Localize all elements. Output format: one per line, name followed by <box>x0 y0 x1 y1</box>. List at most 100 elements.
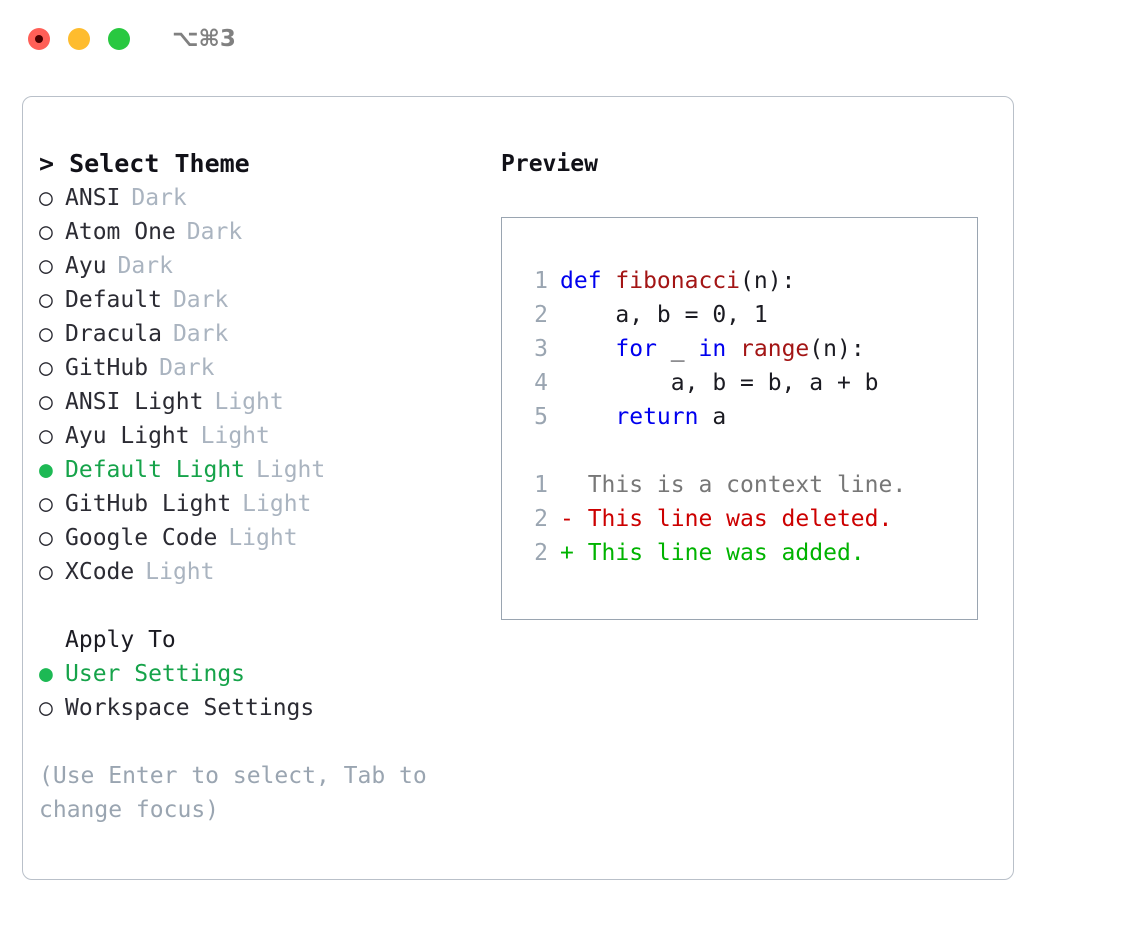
code-line-number: 3 <box>534 336 548 362</box>
close-window-icon[interactable] <box>28 28 50 50</box>
code-token-plain <box>560 404 615 430</box>
theme-option-label: XCode <box>65 559 135 585</box>
radio-unselected-icon: ○ <box>39 423 53 449</box>
code-token-fn: fibonacci <box>615 268 741 294</box>
theme-option-ayu-light[interactable]: ○ Ayu Light Light <box>39 419 479 453</box>
theme-option-label: GitHub <box>65 355 149 381</box>
code-token-kw: return <box>615 404 699 430</box>
theme-option-badge: Dark <box>172 321 229 347</box>
code-line-number: 2 <box>534 302 548 328</box>
code-token-plain: (n): <box>809 336 865 362</box>
code-line-number: 4 <box>534 370 548 396</box>
theme-option-badge: Dark <box>186 219 243 245</box>
diff-line-text: + This line was added. <box>560 540 865 566</box>
code-line-text: a, b = b, a + b <box>560 366 879 400</box>
theme-option-badge: Dark <box>117 253 173 279</box>
code-line-text: a, b = 0, 1 <box>560 298 768 332</box>
radio-unselected-icon: ○ <box>39 185 53 211</box>
code-line: 4 a, b = b, a + b <box>516 366 977 400</box>
minimize-window-icon[interactable] <box>68 28 90 50</box>
radio-unselected-icon: ○ <box>39 253 53 279</box>
radio-unselected-icon: ○ <box>39 695 53 721</box>
code-token-kw: in <box>698 336 727 362</box>
apply-to-option-workspace-settings[interactable]: ○ Workspace Settings <box>39 691 479 725</box>
radio-selected-icon: ● <box>39 457 53 483</box>
radio-selected-icon: ● <box>39 661 53 687</box>
theme-option-label: Atom One <box>65 219 176 245</box>
theme-option-badge: Light <box>228 525 298 551</box>
code-diff-separator <box>516 434 977 468</box>
theme-option-badge: Light <box>200 423 270 449</box>
theme-option-badge: Dark <box>172 287 229 313</box>
code-line-number: 5 <box>534 404 548 430</box>
theme-option-ansi-light[interactable]: ○ ANSI Light Light <box>39 385 479 419</box>
title-bar: ⌥⌘3 <box>0 0 1140 78</box>
window-controls <box>28 28 130 50</box>
code-token-kw: for <box>615 336 657 362</box>
code-token-plain: a, b = 0, 1 <box>560 302 768 328</box>
diff-line-text: - This line was deleted. <box>560 506 893 532</box>
apply-to-option-user-settings[interactable]: ●User Settings <box>39 657 479 691</box>
theme-option-default[interactable]: ○ Default Dark <box>39 283 479 317</box>
code-line: 1 def fibonacci(n): <box>516 264 977 298</box>
theme-option-badge: Dark <box>159 355 215 381</box>
theme-option-label: Ayu <box>65 253 107 279</box>
theme-option-badge: Light <box>242 491 312 517</box>
code-line-text: for _ in range(n): <box>560 332 865 366</box>
apply-to-option-label: Workspace Settings <box>65 695 315 721</box>
apply-to-section: Apply To ●User Settings ○ Workspace Settin… <box>39 623 479 725</box>
theme-option-label: GitHub Light <box>65 491 232 517</box>
diff-line-text: This is a context line. <box>560 472 907 498</box>
code-token-plain: a <box>698 404 727 430</box>
theme-option-badge: Dark <box>131 185 187 211</box>
code-token-plain: (n): <box>740 268 796 294</box>
radio-unselected-icon: ○ <box>39 389 53 415</box>
radio-unselected-icon: ○ <box>39 559 53 585</box>
apply-to-list: ●User Settings ○ Workspace Settings <box>39 657 479 725</box>
theme-option-label: Default <box>65 287 162 313</box>
theme-option-label: Google Code <box>65 525 218 551</box>
radio-unselected-icon: ○ <box>39 321 53 347</box>
theme-option-label: Ayu Light <box>65 423 190 449</box>
code-line-text: def fibonacci(n): <box>560 264 795 298</box>
code-token-plain <box>726 336 740 362</box>
diff-block: 1 This is a context line. 2 - This line wa… <box>516 468 977 570</box>
theme-option-label: ANSI Light <box>65 389 204 415</box>
theme-option-label: Default Light <box>65 457 246 483</box>
code-token-plain: _ <box>656 336 699 362</box>
apply-to-title: Apply To <box>65 627 176 653</box>
code-token-plain <box>560 336 615 362</box>
diff-line-number: 1 <box>534 472 548 498</box>
diff-line-add: 2 + This line was added. <box>516 536 977 570</box>
select-theme-header: > Select Theme <box>39 149 250 178</box>
code-line-text: return a <box>560 400 726 434</box>
theme-option-atom-one[interactable]: ○ Atom One Dark <box>39 215 479 249</box>
preview-title: Preview <box>501 151 598 177</box>
theme-option-github[interactable]: ○ GitHub Dark <box>39 351 479 385</box>
diff-line-ctx: 1 This is a context line. <box>516 468 977 502</box>
theme-option-ayu[interactable]: ○ Ayu Dark <box>39 249 479 283</box>
code-token-plain: a, b = b, a + b <box>560 370 879 396</box>
radio-unselected-icon: ○ <box>39 287 53 313</box>
maximize-window-icon[interactable] <box>108 28 130 50</box>
radio-unselected-icon: ○ <box>39 219 53 245</box>
radio-unselected-icon: ○ <box>39 355 53 381</box>
theme-option-badge: Light <box>214 389 284 415</box>
code-line: 2 a, b = 0, 1 <box>516 298 977 332</box>
code-token-fn: range <box>740 336 810 362</box>
code-line: 3 for _ in range(n): <box>516 332 977 366</box>
code-line-number: 1 <box>534 268 548 294</box>
diff-line-number: 2 <box>534 540 548 566</box>
